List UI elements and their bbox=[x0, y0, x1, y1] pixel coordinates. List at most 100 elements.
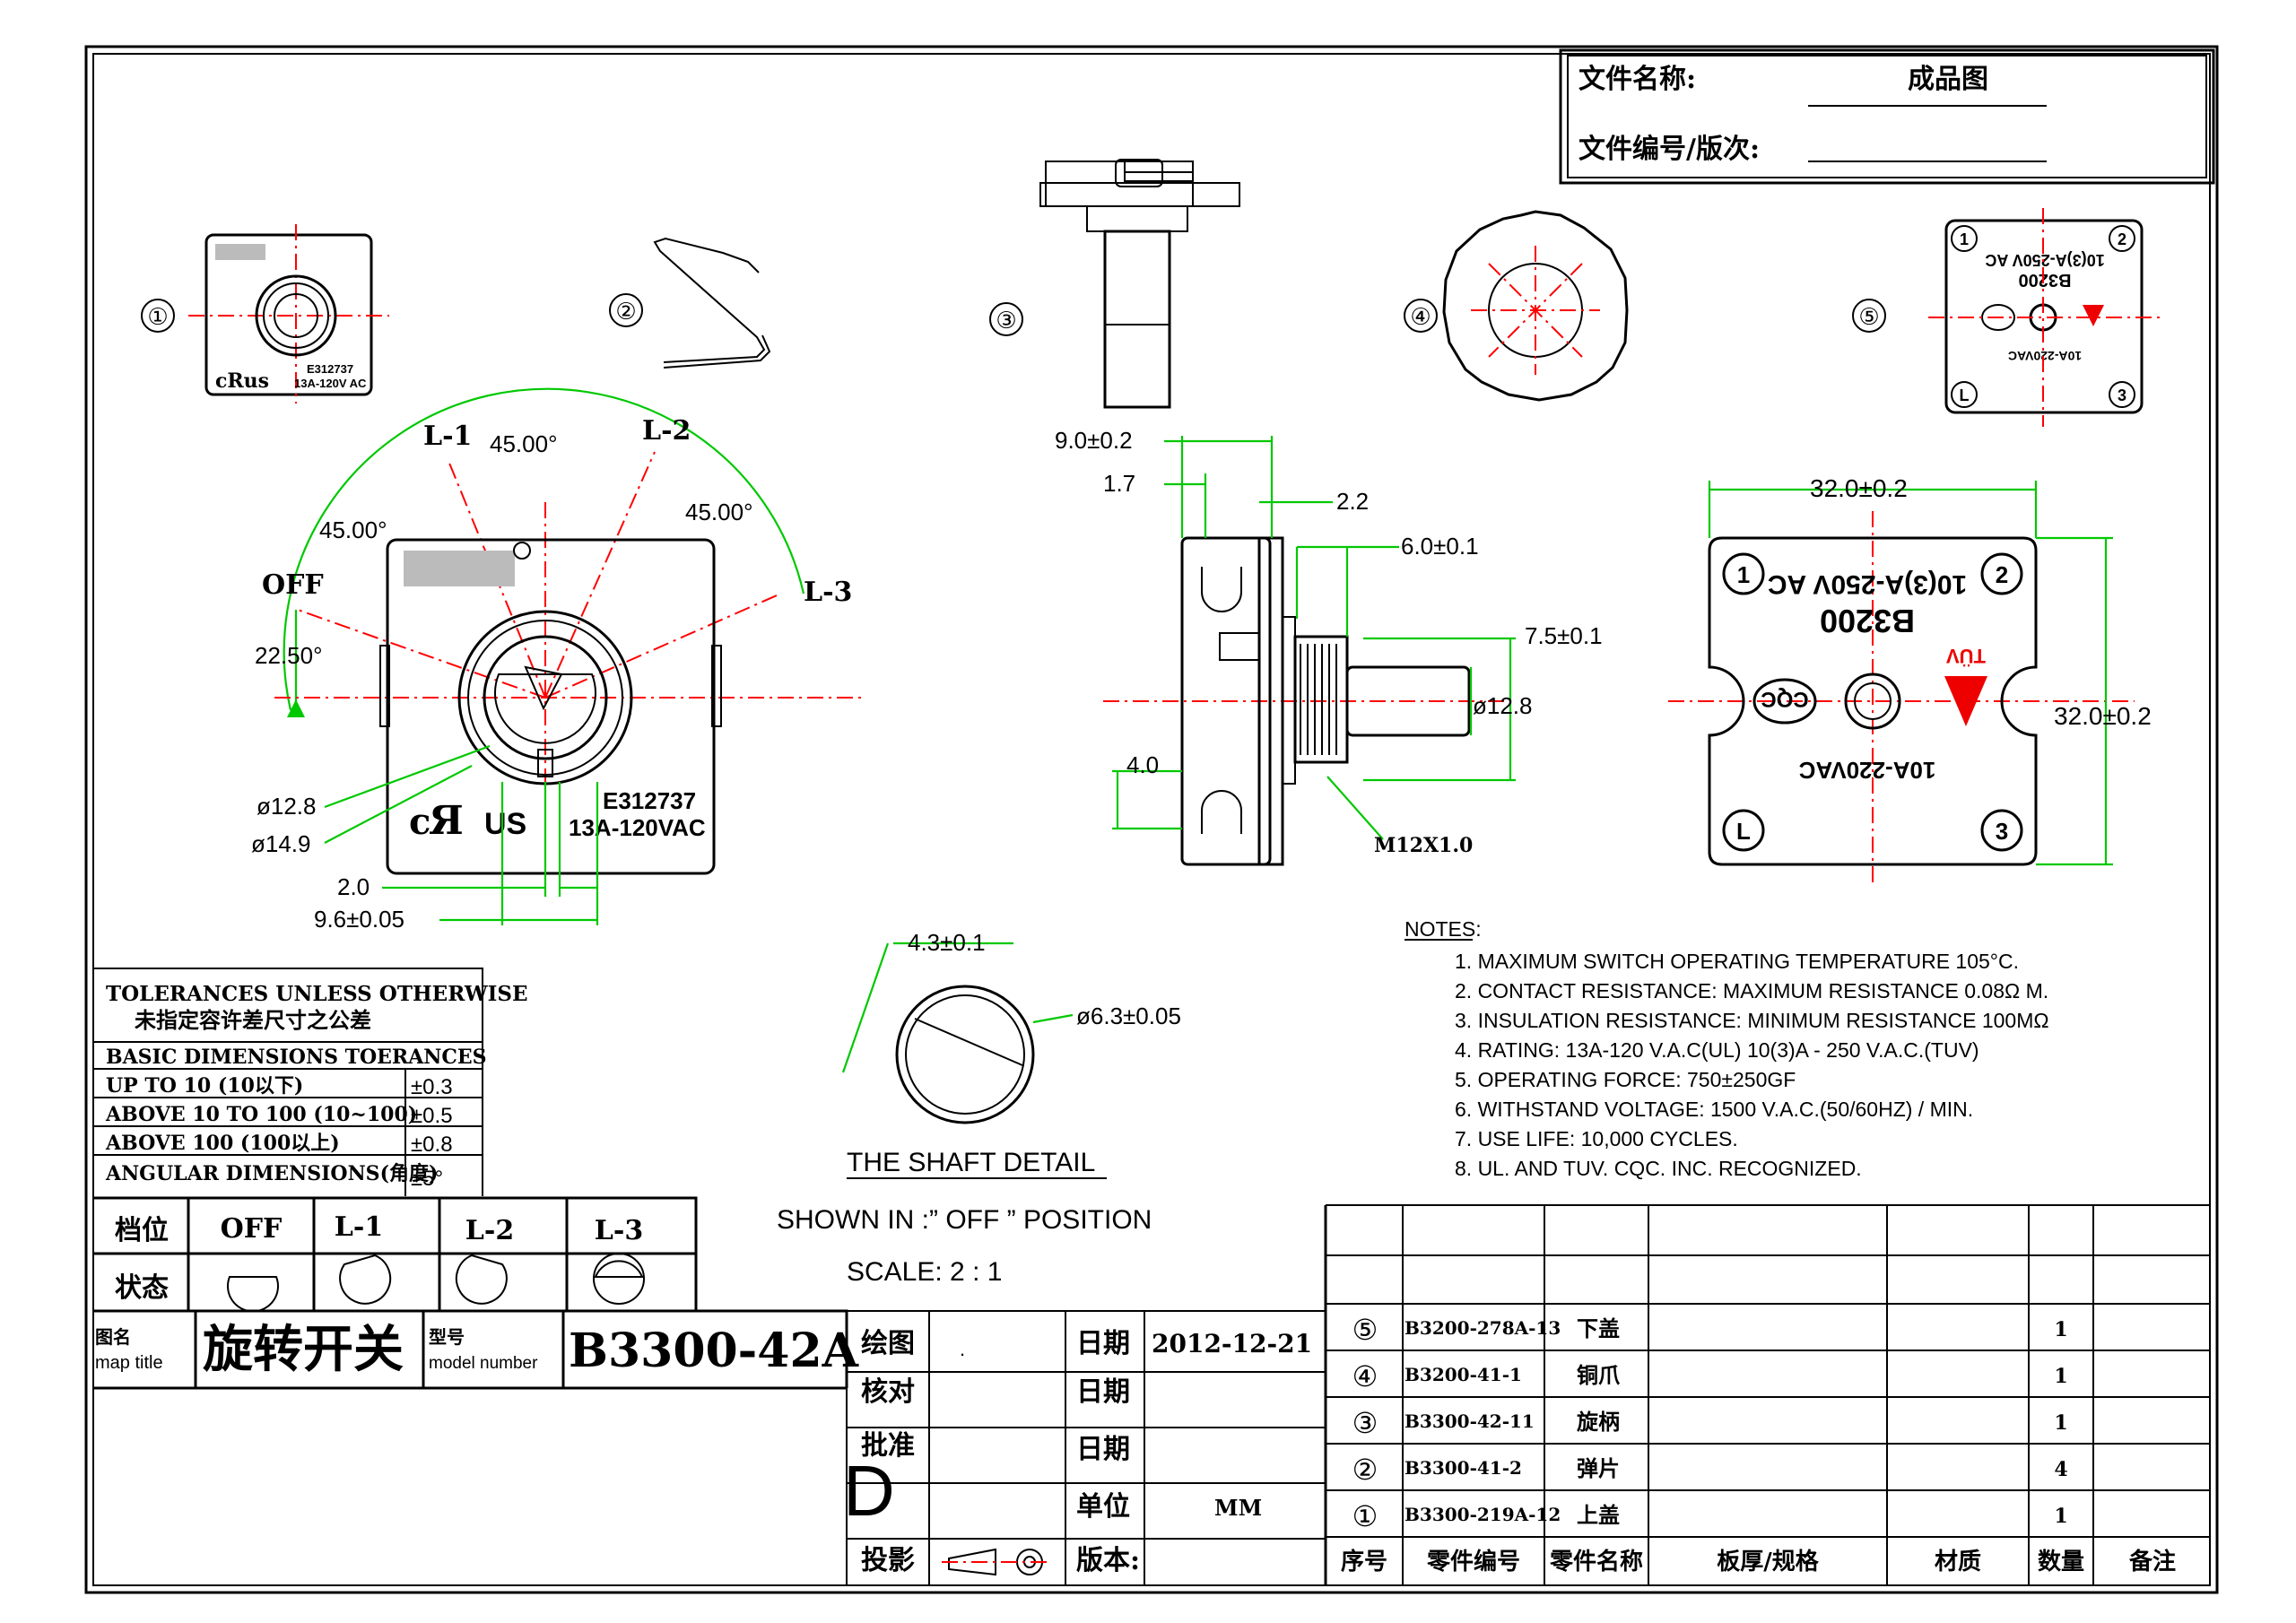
bom-header-name: 零件名称 bbox=[1550, 1548, 1643, 1575]
front-view: c Я US E312737 13A-120VAC L-1 L-2 L-3 OF… bbox=[251, 387, 861, 933]
bom-row-4-no: ② bbox=[1352, 1454, 1378, 1486]
bom-row-1-qty: 1 bbox=[2054, 1318, 2067, 1341]
svg-text:⑤: ⑤ bbox=[1858, 303, 1879, 330]
tuv-triangle-small bbox=[2083, 305, 2104, 326]
ul-us-front: US bbox=[484, 807, 526, 841]
notes-header: NOTES: bbox=[1405, 917, 1482, 941]
top-title-block: 文件名称: 成品图 文件编号/版次: bbox=[1559, 48, 2215, 185]
rating-small: 13A-120V AC bbox=[294, 377, 367, 390]
bom-row-3-qty: 1 bbox=[2054, 1411, 2067, 1435]
dim-7-5: 7.5±0.1 bbox=[1525, 622, 1603, 649]
svg-text:L: L bbox=[1736, 818, 1751, 845]
dim-d14-9-front: ø14.9 bbox=[251, 830, 311, 857]
dim-4-3: 4.3±0.1 bbox=[908, 929, 986, 956]
model-cn: 型号 bbox=[429, 1326, 465, 1348]
label-L2: L-2 bbox=[642, 415, 691, 447]
note-4: 4. RATING: 13A-120 V.A.C(UL) 10(3)A - 25… bbox=[1455, 1038, 1979, 1062]
dim-width-rear: 32.0±0.2 bbox=[1810, 474, 1908, 502]
tol-row-3-label: ABOVE 100 (100以上) bbox=[105, 1132, 340, 1155]
svg-text:③: ③ bbox=[996, 307, 1016, 334]
state-l2-icon bbox=[455, 1254, 508, 1305]
date-label-1: 日期 bbox=[1076, 1328, 1130, 1359]
scale-text: SCALE: 2 : 1 bbox=[847, 1257, 1002, 1287]
file-name-label: 文件名称: bbox=[1578, 64, 1696, 95]
svg-text:2: 2 bbox=[2118, 230, 2126, 248]
label-L1: L-1 bbox=[423, 421, 472, 452]
shown-in-text: SHOWN IN :” OFF ” POSITION bbox=[777, 1205, 1152, 1235]
svg-text:1: 1 bbox=[1737, 561, 1750, 588]
state-l1-icon bbox=[339, 1254, 392, 1305]
title-block: 图名 map title 旋转开关 型号 model number B3300-… bbox=[93, 1309, 1326, 1585]
svg-text:②: ② bbox=[615, 298, 636, 325]
tol-row-4-value: ±5° bbox=[411, 1167, 443, 1191]
dim-1-7: 1.7 bbox=[1103, 470, 1135, 497]
bom-row-5-no: ① bbox=[1352, 1500, 1378, 1532]
state-l3-icon bbox=[594, 1260, 644, 1278]
rating-top-rear: 10(3)A-250V AC bbox=[1768, 569, 1967, 599]
callout-3: ③ bbox=[989, 302, 1023, 336]
rating-bottom-rear: 10A-220VAC bbox=[1798, 757, 1935, 784]
tol-row-3-value: ±0.8 bbox=[411, 1133, 453, 1157]
note-7: 7. USE LIFE: 10,000 CYCLES. bbox=[1455, 1127, 1738, 1150]
tolerances-table: TOLERANCES UNLESS OTHERWISE 未指定容许差尺寸之公差 … bbox=[93, 968, 528, 1196]
label-L3: L-3 bbox=[804, 577, 852, 608]
state-off-icon bbox=[227, 1276, 279, 1313]
pos-l1: L-1 bbox=[335, 1211, 383, 1243]
tuv-triangle bbox=[1944, 676, 1987, 726]
callout-2: ② bbox=[609, 293, 643, 327]
bom-row-2-part: B3200-41-1 bbox=[1405, 1364, 1522, 1385]
check-label: 核对 bbox=[861, 1376, 915, 1408]
svg-text:L: L bbox=[1960, 386, 1970, 404]
model-small: B3200 bbox=[2019, 270, 2072, 290]
bom-header-spec: 板厚/规格 bbox=[1717, 1548, 1819, 1575]
dim-d12-8-side: ø12.8 bbox=[1473, 692, 1533, 719]
file-number-label: 文件编号/版次: bbox=[1578, 134, 1760, 165]
dim-2-0: 2.0 bbox=[337, 873, 370, 900]
note-1: 1. MAXIMUM SWITCH OPERATING TEMPERATURE … bbox=[1455, 950, 2019, 973]
ul-mark-small: c𝐑us bbox=[215, 369, 269, 393]
bom-row-4-qty: 4 bbox=[2054, 1458, 2067, 1481]
blurred-logo-front bbox=[404, 551, 515, 586]
rating-top-small: 10(3)A-250V AC bbox=[1985, 251, 2104, 269]
angle-45-b: 45.00° bbox=[319, 516, 387, 543]
ul-mark-front: c bbox=[409, 801, 430, 843]
part2-spring bbox=[653, 237, 766, 363]
date-label-2: 日期 bbox=[1076, 1376, 1130, 1408]
map-title-value: 旋转开关 bbox=[203, 1320, 404, 1379]
tol-header: BASIC DIMENSIONS TOERANCES bbox=[106, 1046, 487, 1069]
inner-border bbox=[92, 53, 2211, 1586]
angle-45-c: 45.00° bbox=[685, 499, 752, 525]
switch-body-front bbox=[386, 538, 716, 875]
bom-header-qty: 数量 bbox=[2038, 1549, 2084, 1575]
model-rear: B3200 bbox=[1820, 603, 1915, 639]
svg-text:④: ④ bbox=[1410, 303, 1431, 330]
note-3: 3. INSULATION RESISTANCE: MINIMUM RESIST… bbox=[1455, 1009, 2049, 1032]
svg-text:1: 1 bbox=[1960, 230, 1969, 248]
file-name-value: 成品图 bbox=[1908, 64, 1988, 95]
rating-bottom-small: 10A-220VAC bbox=[2008, 349, 2082, 363]
pos-row2-label: 状态 bbox=[115, 1272, 169, 1304]
angle-45-a: 45.00° bbox=[490, 430, 557, 457]
bom-row-3-name: 旋柄 bbox=[1576, 1409, 1620, 1435]
dim-6-0: 6.0±0.1 bbox=[1401, 533, 1479, 560]
unit-value: MM bbox=[1214, 1495, 1262, 1521]
note-8: 8. UL. AND TUV. CQC. INC. RECOGNIZED. bbox=[1455, 1157, 1862, 1180]
bom-row-2-no: ④ bbox=[1352, 1360, 1378, 1393]
note-5: 5. OPERATING FORCE: 750±250GF bbox=[1455, 1068, 1796, 1091]
tol-row-4-label: ANGULAR DIMENSIONS(角度) bbox=[105, 1162, 438, 1185]
bom-row-1-part: B3200-278A-13 bbox=[1405, 1317, 1561, 1339]
draw-value: . bbox=[960, 1338, 965, 1360]
bom-row-5-name: 上盖 bbox=[1577, 1502, 1620, 1528]
bom-header-part: 零件编号 bbox=[1427, 1548, 1520, 1575]
svg-text:①: ① bbox=[147, 303, 168, 330]
note-2: 2. CONTACT RESISTANCE: MAXIMUM RESISTANC… bbox=[1455, 979, 2048, 1002]
projection-symbol bbox=[942, 1548, 1049, 1576]
bom-row-2-name: 铜爪 bbox=[1577, 1362, 1621, 1388]
tol-row-2-value: ±0.5 bbox=[411, 1104, 453, 1128]
pos-row1-label: 档位 bbox=[115, 1215, 169, 1246]
bom-row-1-name: 下盖 bbox=[1577, 1315, 1620, 1341]
dim-9-0: 9.0±0.2 bbox=[1055, 427, 1133, 454]
tol-row-2-label: ABOVE 10 TO 100 (10~100) bbox=[105, 1103, 417, 1126]
